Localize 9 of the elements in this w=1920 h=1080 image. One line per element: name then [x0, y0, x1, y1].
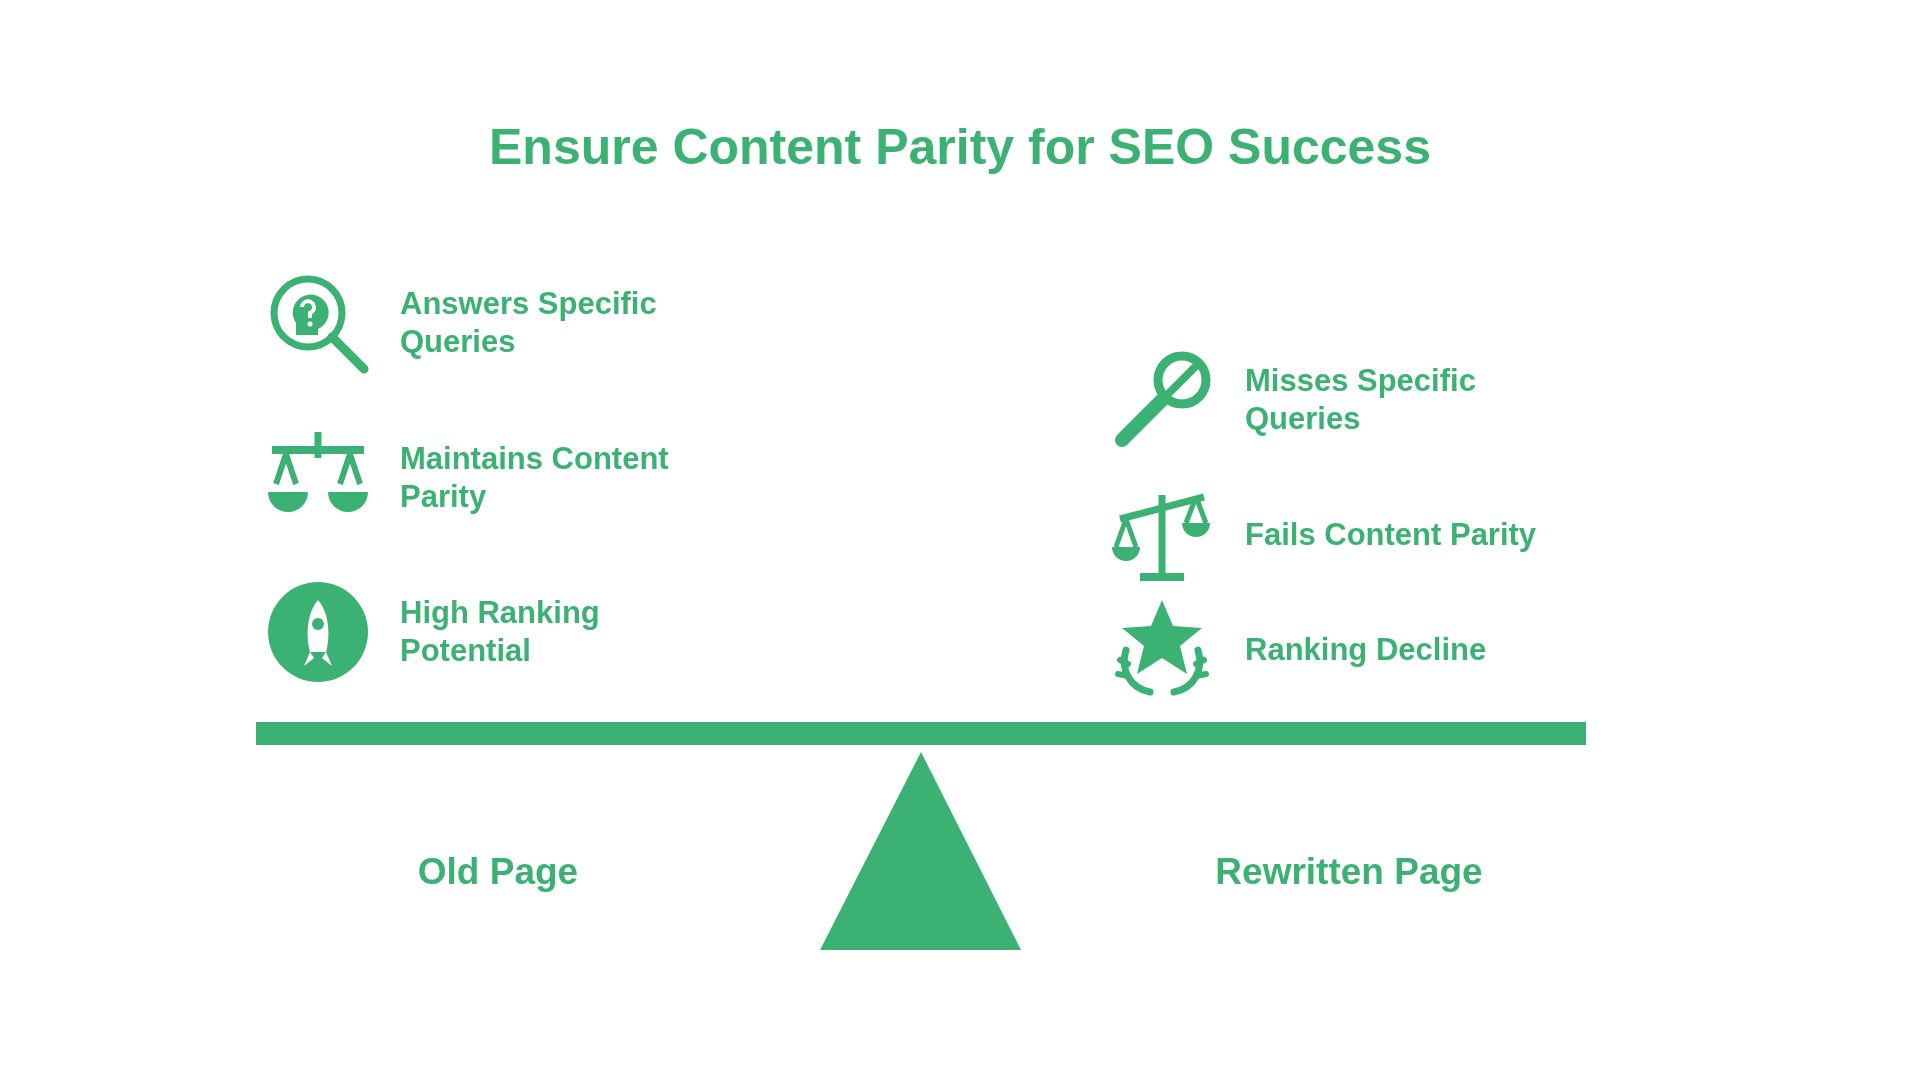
item-label: Answers Specific Queries [400, 285, 658, 361]
side-label: Rewritten Page [1214, 851, 1484, 893]
item-label: Fails Content Parity [1245, 516, 1538, 554]
item-label: High Ranking Potential [400, 594, 601, 670]
item-label: Misses Specific Queries [1245, 362, 1477, 438]
side-label: Old Page [416, 851, 580, 893]
item-label: Maintains Content Parity [400, 440, 670, 516]
item-label: Ranking Decline [1245, 631, 1488, 669]
title: Ensure Content Parity for SEO Success [488, 118, 1432, 176]
